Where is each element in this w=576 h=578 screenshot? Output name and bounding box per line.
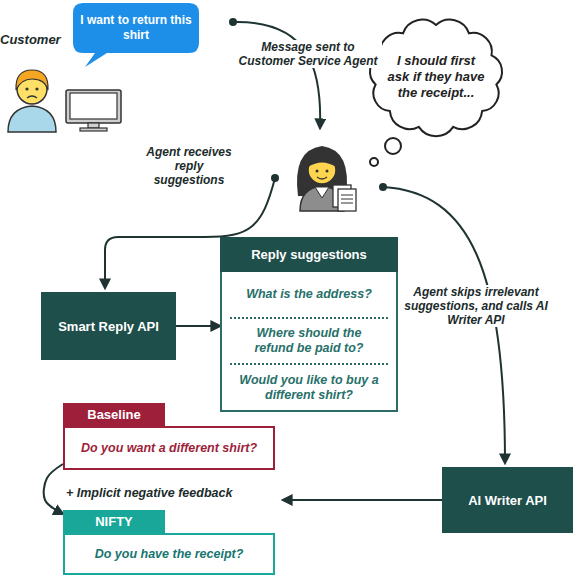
- suggestions-panel: Reply suggestionsWhat is the address?Whe…: [220, 237, 398, 412]
- document-lines: [341, 195, 353, 203]
- api-box: Smart Reply API: [41, 292, 176, 360]
- agent-collar: [315, 187, 329, 198]
- connector-arrow: [44, 464, 63, 514]
- suggestion-text: Where should the refund be paid to?: [230, 317, 388, 364]
- annotation-label: Agent receives reply suggestions: [140, 145, 238, 187]
- connector-arrow: [176, 325, 220, 327]
- agent-eye: [316, 170, 319, 173]
- customer-eye: [25, 87, 28, 90]
- monitor-stand: [88, 123, 99, 128]
- generated-reply: Do you have the receipt?: [95, 547, 244, 561]
- arrow-origin-dot: [229, 18, 237, 26]
- customer-body: [8, 106, 56, 132]
- customer-hair: [16, 70, 48, 90]
- message-arrow: [233, 22, 320, 128]
- api-name: AI Writer API: [468, 493, 547, 508]
- customer-icon: [8, 70, 56, 132]
- monitor-base: [80, 128, 107, 131]
- agent-bangs: [308, 154, 336, 167]
- api-box: AI Writer API: [442, 467, 573, 533]
- api-name: Smart Reply API: [58, 319, 159, 334]
- thought-text: I should first ask if they have the rece…: [387, 53, 485, 101]
- thought-cloud-shape: [370, 20, 502, 136]
- speech-bubble-shape: [73, 3, 199, 67]
- edge-label: + Implicit negative feedback: [66, 486, 266, 500]
- arrow-origin-dot: [379, 183, 387, 191]
- thought-bubble: I should first ask if they have the rece…: [363, 13, 509, 141]
- customer-mouth: [27, 96, 37, 98]
- panel-heading: Reply suggestions: [220, 237, 398, 272]
- writer-output-arrow: [283, 499, 442, 501]
- arrow-origin-dot: [271, 174, 279, 182]
- agent-icon: [297, 146, 356, 211]
- card-tab: NIFTY: [63, 510, 165, 533]
- monitor-frame: [66, 90, 121, 123]
- customer-eye: [35, 87, 38, 90]
- annotation-label: Customer: [0, 33, 70, 47]
- output-card: Baseline Do you want a different shirt?: [63, 403, 275, 470]
- generated-reply: Do you want a different shirt?: [81, 441, 257, 455]
- monitor-icon: [66, 90, 121, 131]
- annotation-label: Message sent to Customer Service Agent: [234, 40, 382, 68]
- thought-dot: [385, 138, 401, 154]
- thought-dot: [370, 158, 378, 166]
- annotation-label: Agent skips irrelevant suggestions, and …: [400, 285, 552, 327]
- speech-bubble: I want to return this shirt: [73, 3, 199, 67]
- output-card: NIFTY Do you have the receipt?: [63, 510, 275, 575]
- suggestion-text: What is the address?: [230, 272, 388, 317]
- agent-eye: [326, 170, 329, 173]
- monitor-screen: [70, 93, 117, 119]
- agent-document: [338, 189, 356, 211]
- suggestion-text: Would you like to buy a different shirt?: [230, 363, 388, 410]
- speech-text: I want to return this shirt: [77, 13, 195, 43]
- agent-mouth: [317, 177, 327, 179]
- card-tab: Baseline: [63, 403, 165, 426]
